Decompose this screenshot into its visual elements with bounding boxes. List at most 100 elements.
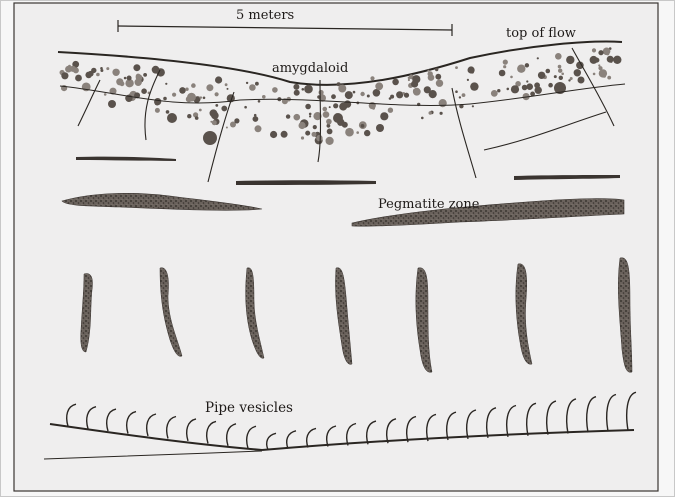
amygdale: [294, 90, 300, 96]
amygdale: [73, 67, 79, 73]
amygdale: [561, 73, 564, 76]
amygdale: [305, 104, 311, 110]
amygdale: [225, 83, 228, 86]
amygdale: [510, 76, 513, 79]
amygdale: [404, 93, 409, 98]
amygdale: [309, 113, 312, 116]
amygdale: [270, 131, 277, 138]
amygdale: [392, 79, 399, 86]
amygdale: [187, 114, 191, 118]
amygdale: [503, 60, 508, 65]
amygdale: [286, 114, 290, 118]
amygdale: [255, 125, 262, 132]
flow-top-label: top of flow: [506, 27, 576, 40]
amygdale: [206, 84, 213, 91]
amygdale: [185, 88, 188, 91]
amygdale: [427, 70, 429, 72]
amygdale: [558, 69, 562, 73]
amygdale: [302, 88, 305, 91]
amygdale: [200, 96, 202, 98]
amygdale: [559, 76, 563, 80]
amygdale: [375, 82, 383, 90]
amygdale: [537, 57, 539, 59]
amygdale: [65, 66, 72, 73]
amygdale: [566, 56, 574, 64]
amygdale: [455, 66, 458, 69]
amygdale: [526, 80, 528, 82]
amygdale: [281, 131, 288, 138]
amygdale: [338, 85, 346, 93]
amygdale: [299, 122, 306, 129]
amygdale: [316, 135, 322, 141]
amygdale: [439, 99, 447, 107]
amygdale: [345, 91, 353, 99]
amygdale: [203, 97, 206, 100]
amygdale: [309, 115, 311, 117]
amygdale: [331, 94, 336, 99]
amygdale: [507, 88, 510, 91]
amygdale: [326, 119, 332, 125]
amygdale: [554, 75, 557, 78]
amygdale: [360, 92, 364, 96]
amygdale: [187, 93, 196, 102]
amygdale: [389, 97, 392, 100]
amygdale: [104, 93, 107, 96]
amygdale: [327, 124, 331, 128]
amygdale: [312, 132, 317, 137]
amygdale: [592, 48, 596, 52]
amygdale: [503, 65, 506, 68]
amygdale: [593, 73, 596, 76]
amygdale: [226, 127, 228, 129]
amygdale: [421, 117, 424, 120]
amygdale: [370, 76, 374, 80]
amygdale: [511, 85, 519, 93]
amygdale: [345, 128, 354, 137]
amygdale: [154, 98, 161, 105]
amygdale: [610, 61, 612, 63]
amygdale: [167, 113, 177, 123]
amygdale: [323, 107, 328, 112]
amygdale: [555, 53, 562, 60]
amygdale: [376, 124, 384, 132]
amygdale: [574, 69, 581, 76]
amygdale: [294, 115, 298, 119]
amygdale: [211, 112, 219, 120]
amygdale: [364, 130, 370, 136]
amygdale: [221, 106, 227, 112]
amygdale: [535, 87, 542, 94]
amygdale: [436, 80, 443, 87]
amygdale: [100, 69, 103, 72]
amygdale: [304, 85, 313, 94]
amygdale: [613, 56, 621, 64]
amygdale: [468, 66, 475, 73]
amygdale: [253, 116, 259, 122]
amygdale: [497, 89, 500, 92]
amygdale: [255, 82, 259, 86]
amygdale: [353, 91, 356, 94]
amygdaloid-label: amygdaloid: [272, 62, 348, 75]
amygdale: [165, 83, 167, 85]
amygdale: [127, 76, 132, 81]
pipe-vesicles-label: Pipe vesicles: [205, 402, 293, 416]
amygdale: [333, 113, 343, 123]
amygdale: [388, 108, 393, 113]
amygdale: [429, 111, 432, 114]
amygdale: [172, 93, 176, 97]
amygdale: [75, 75, 82, 82]
amygdale: [435, 74, 441, 80]
amygdale: [323, 111, 330, 118]
amygdale: [191, 83, 196, 88]
amygdale: [249, 84, 256, 91]
amygdale: [106, 67, 109, 70]
amygdale: [526, 83, 533, 90]
amygdale: [517, 65, 525, 73]
amygdale: [570, 77, 573, 80]
amygdale: [440, 112, 443, 115]
amygdale: [361, 124, 365, 128]
amygdale: [143, 73, 147, 77]
amygdale: [413, 88, 421, 96]
amygdale: [455, 90, 458, 93]
scale-label: 5 meters: [236, 9, 294, 22]
amygdale: [499, 70, 506, 77]
